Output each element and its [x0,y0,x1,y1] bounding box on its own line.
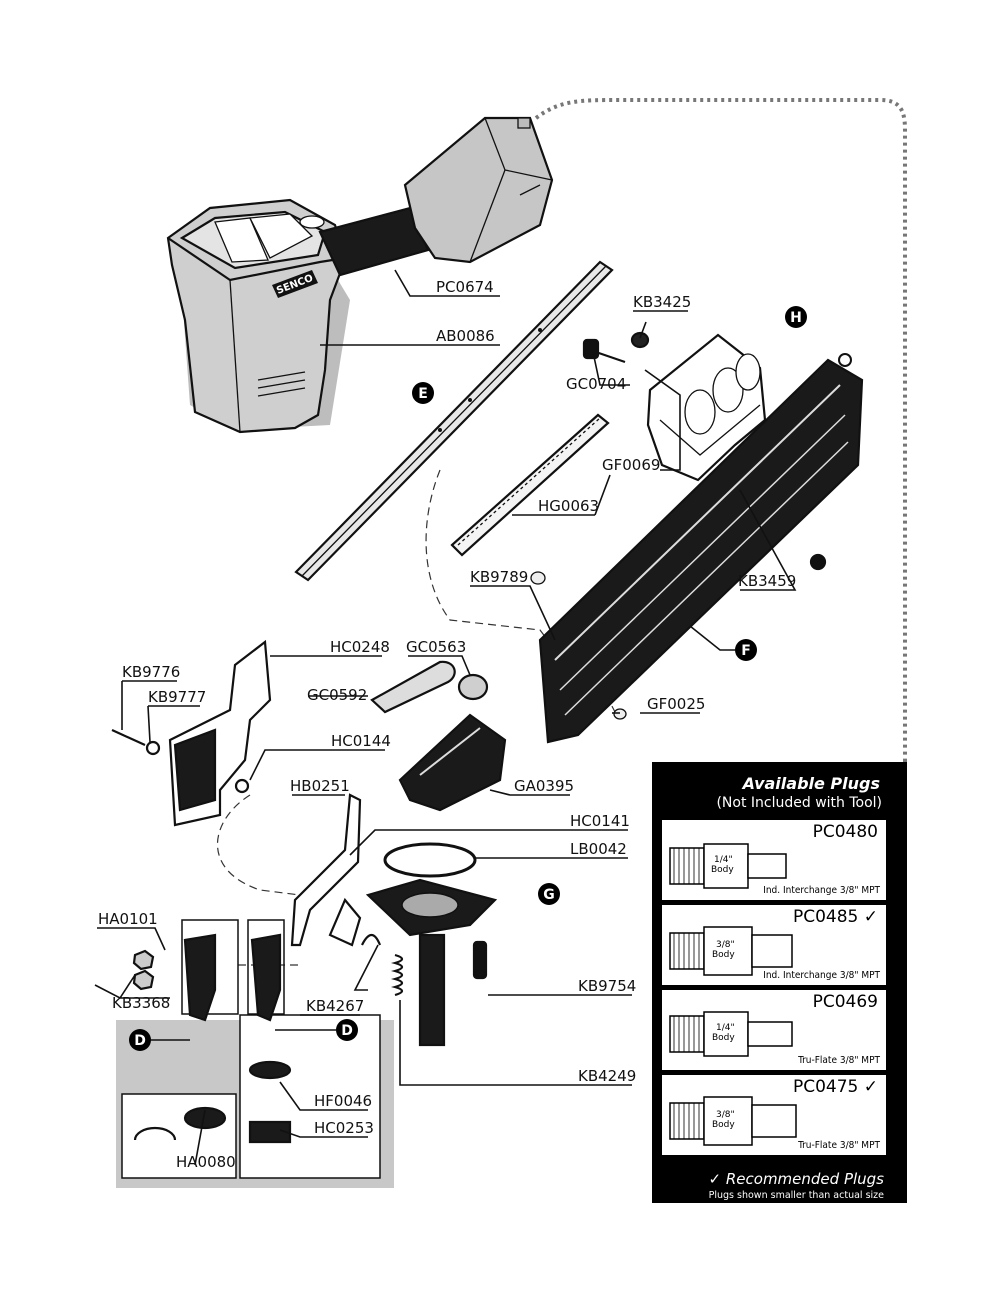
hardware [111,331,827,997]
label-hc0253: HC0253 [314,1119,374,1137]
magazine-f [538,353,864,744]
callout-g: G [538,883,560,905]
nose-gf0069 [646,333,767,482]
label-gf0069: GF0069 [602,456,660,474]
svg-text:Body: Body [712,1033,735,1043]
svg-text:D: D [134,1033,146,1049]
label-kb4267: KB4267 [306,997,364,1015]
plug-illustration: 3/8" Body [669,1096,797,1146]
svg-text:3/8": 3/8" [716,940,735,950]
plug-card: 1/4" Body PC0480 Ind. Interchange 3/8" M… [662,820,886,900]
callout-d-left: D [129,1029,151,1051]
svg-text:Body: Body [712,1120,735,1130]
label-lb0042: LB0042 [570,840,627,858]
label-kb9777: KB9777 [148,688,206,706]
plugs-size-note: Plugs shown smaller than actual size [708,1190,884,1201]
label-kb4249: KB4249 [578,1067,636,1085]
label-gc0704: GC0704 [566,375,626,393]
leader-lines [94,269,797,1166]
label-gf0025: GF0025 [647,695,705,713]
label-hf0046: HF0046 [314,1092,372,1110]
plug-illustration: 3/8" Body [669,926,793,976]
label-ha0101: HA0101 [98,910,158,928]
label-kb9754: KB9754 [578,977,636,995]
svg-text:1/4": 1/4" [714,855,733,865]
svg-text:H: H [790,310,802,326]
valve-ga0395 [398,713,507,812]
label-gc0563: GC0563 [406,638,466,656]
svg-text:D: D [341,1023,353,1039]
available-plugs-panel: Available Plugs (Not Included with Tool)… [652,762,907,1203]
label-ha0080: HA0080 [176,1153,236,1171]
strip-hg0063 [450,413,610,557]
svg-text:1/4": 1/4" [716,1023,735,1033]
svg-text:G: G [543,887,555,903]
plug-id: PC0469 [812,992,878,1012]
label-hc0248: HC0248 [330,638,390,656]
label-gc0592: GC0592 [307,686,367,704]
cap-pc0674 [318,116,554,277]
svg-text:3/8": 3/8" [716,1110,735,1120]
label-kb3425: KB3425 [633,293,691,311]
label-hb0251: HB0251 [290,777,350,795]
label-kb3368: KB3368 [112,994,170,1012]
plug-card: 3/8" Body PC0485 ✓ Ind. Interchange 3/8"… [662,905,886,985]
cylinder-cap-g [365,878,498,1047]
callout-bubbles: E H F G D D [129,306,807,1051]
plug-illustration: 1/4" Body [669,1011,793,1057]
svg-text:E: E [418,386,428,402]
label-kb9776: KB9776 [122,663,180,681]
plug-card: 1/4" Body PC0469 Tru-Flate 3/8" MPT [662,990,886,1070]
plug-desc: Tru-Flate 3/8" MPT [798,1055,880,1066]
plug-desc: Ind. Interchange 3/8" MPT [763,885,880,896]
plug-card: 3/8" Body PC0475 ✓ Tru-Flate 3/8" MPT [662,1075,886,1155]
svg-text:F: F [741,643,751,659]
rail-e [294,260,614,582]
label-kb9789: KB9789 [470,568,528,586]
plugs-title: Available Plugs [742,774,880,793]
plug-desc: Tru-Flate 3/8" MPT [798,1140,880,1151]
label-hc0144: HC0144 [331,732,391,750]
lever-hc0141 [328,897,362,947]
plug-id: PC0475 ✓ [792,1077,878,1097]
trigger-hb0251 [290,793,362,947]
oring-lb0042 [383,842,477,878]
plug-id: PC0485 ✓ [792,907,878,927]
plug-illustration: 1/4" Body [669,843,787,889]
label-hg0063: HG0063 [538,497,599,515]
housing-ab0086: SENCO [166,198,350,434]
svg-text:Body: Body [712,950,735,960]
svg-text:Body: Body [711,865,734,875]
label-kb3459: KB3459 [738,572,796,590]
d-frames [116,919,394,1188]
callout-f: F [735,639,757,661]
callout-e: E [412,382,434,404]
part-labels: PC0674 AB0086 KB3425 GC0704 GF0069 HG006… [98,278,796,1171]
recommended-plugs-note: ✓ Recommended Plugs [708,1170,884,1188]
label-pc0674: PC0674 [436,278,494,296]
plug-desc: Ind. Interchange 3/8" MPT [763,970,880,981]
bracket-hc0248 [168,639,272,827]
label-hc0141: HC0141 [570,812,630,830]
callout-h: H [785,306,807,328]
plugs-subtitle: (Not Included with Tool) [716,795,882,811]
callout-d-right: D [336,1019,358,1041]
label-ab0086: AB0086 [436,327,495,345]
plug-id: PC0480 [812,822,878,842]
label-ga0395: GA0395 [514,777,574,795]
